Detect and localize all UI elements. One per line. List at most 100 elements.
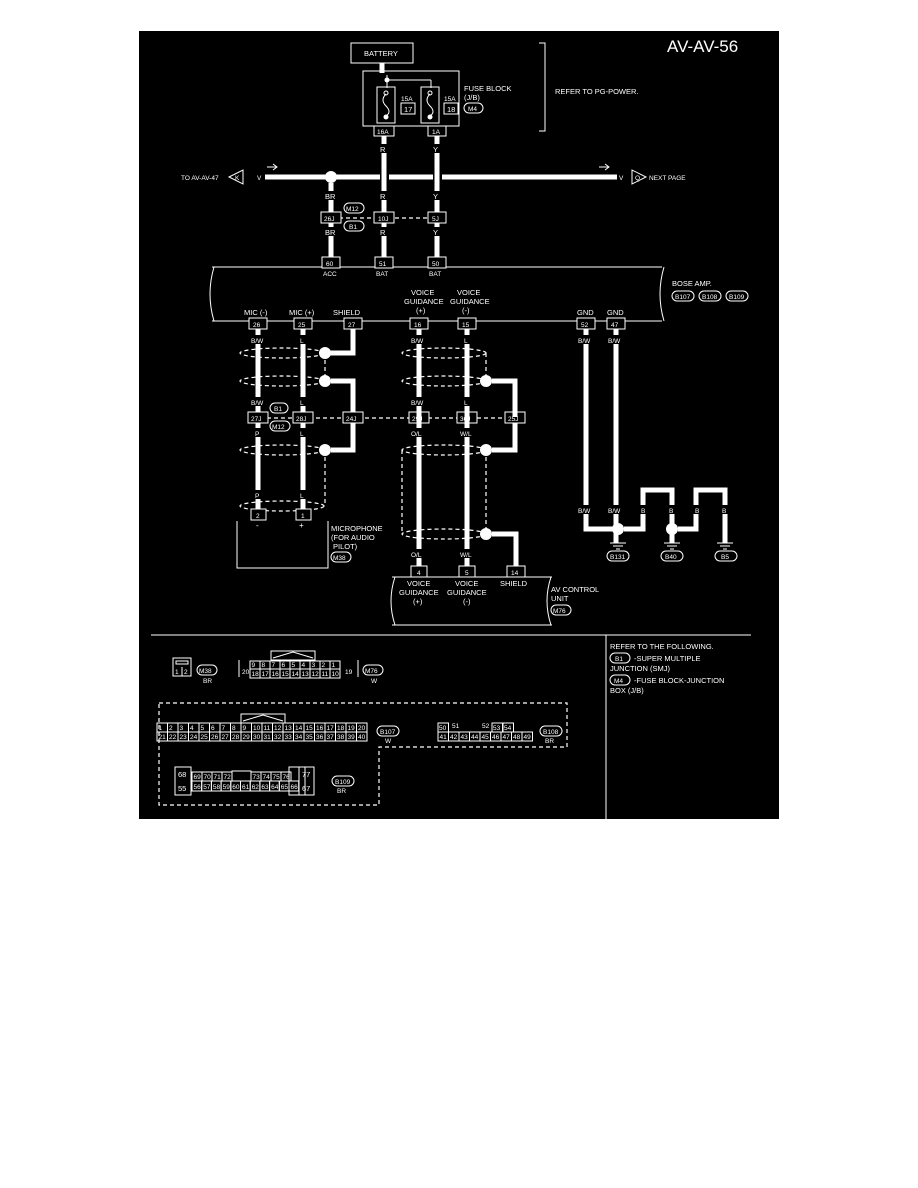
wire-BW-mic: B/W [251,338,264,345]
b108-pin: 54 [504,725,512,732]
m76-pin: 17 [262,671,270,678]
b109-pin: 55 [178,784,186,793]
b108-pin: 41 [440,734,448,741]
m76-pin: 5 [292,662,296,669]
b107-pin: 5 [201,725,205,732]
b109-pin: 69 [194,774,202,781]
m76-pin-20: 20 [242,669,250,676]
m76-pin: 18 [252,671,260,678]
b109-pin: 63 [261,784,269,791]
mic-pin-1-sign: + [299,521,304,530]
b109-pin: 71 [214,774,222,781]
b107-pin: 32 [274,734,282,741]
b108-pin: 51 [452,723,460,730]
b107-pin: 15 [306,725,314,732]
b109-pin: 67 [302,784,310,793]
connector-B108: B108 [702,294,718,301]
ground-B131: B131 [610,554,626,561]
wire-R-out: R [380,228,386,237]
connector-view-m38: 1 2 M38 BR [172,657,218,685]
b107-pin: 29 [243,734,251,741]
b107-pin: 23 [180,734,188,741]
refer-m4-text: -FUSE BLOCK-JUNCTION [634,676,724,685]
amp-pin-50: 50 [432,261,440,268]
b107-pin: 37 [327,734,335,741]
wire-L-mic: L [300,338,304,345]
b109-pin: 64 [271,784,279,791]
refer-box: REFER TO THE FOLLOWING. B1 -SUPER MULTIP… [609,642,724,695]
m76-color: W [371,678,378,685]
av-label-vg-plus-1: VOICE [407,579,430,588]
wire-Y-out: Y [433,228,438,237]
b107-pin: 10 [253,725,261,732]
wire-BW-vg-2: B/W [411,400,424,407]
wire-Y: Y [433,192,438,201]
av-label-shield: SHIELD [500,579,528,588]
av-pin-5: 5 [465,570,469,577]
b108-pin: 48 [513,734,521,741]
battery-label: BATTERY [364,49,398,58]
av-label-vg-minus-3: (-) [463,597,471,606]
wire-L-mic-2: L [300,400,304,407]
terminal-1A: 1A [432,129,441,136]
ground-icon [610,542,733,550]
b107-pin: 33 [285,734,293,741]
amp-label-vg-plus-2: GUIDANCE [404,297,444,306]
fuse-18-rating: 15A [444,96,456,103]
b107-pin: 36 [316,734,324,741]
b109-pin: 72 [224,774,232,781]
b109-pin: 74 [263,774,271,781]
b108-pin: 45 [482,734,490,741]
av-control-unit-label: AV CONTROL [551,585,599,594]
b107-pin: 24 [190,734,198,741]
bus-left-label: TO AV-AV-47 [181,175,219,182]
b109-pin: 61 [242,784,250,791]
wire-gnd-1: B/W [608,508,621,515]
amp-pin-15: 15 [462,322,470,329]
wire-P: P [255,431,259,438]
connector-B1: B1 [349,224,357,231]
b107-pin: 16 [316,725,324,732]
wire-gnd-0: B/W [578,508,591,515]
ground-wiring: B/W B/W B/W B/W B B B B B131 B40 B5 [577,329,738,562]
b107-pin: 13 [285,725,293,732]
fuse-block-connector: M4 [468,106,477,113]
b109-pin: 70 [204,774,212,781]
m76-pin: 7 [272,662,276,669]
b107-pin: 4 [190,725,194,732]
wire-gnd-2: B [641,508,645,515]
b108-pin: 52 [482,723,490,730]
b108-name: B108 [543,729,559,736]
m38-name: M38 [199,668,212,675]
refer-m4-text-2: BOX (J/B) [610,686,644,695]
b109-pin: 62 [252,784,260,791]
b109-pin: 68 [178,770,186,779]
connector-B1-mid: B1 [274,406,282,413]
amp-label-vg-plus-3: (+) [416,306,426,315]
connector-M38: M38 [333,555,346,562]
bus-right-label: NEXT PAGE [649,175,686,182]
m76-pin: 8 [262,662,266,669]
fuse-17-number: 17 [404,105,412,114]
junction-27J: 27J [251,416,261,423]
ground-B40: B40 [665,554,677,561]
m76-pin: 16 [272,671,280,678]
m76-pin: 4 [302,662,306,669]
bus-left-connector: K [235,175,240,182]
refer-b1: B1 [615,656,623,663]
fuse-block: 15A 17 15A 18 FUSE BLOCK (J/B) M4 16A 1A… [362,42,638,137]
amp-pin-50-label: BAT [429,271,441,278]
wire-L-mic-3: L [300,431,304,438]
junction-26J: 26J [324,216,334,223]
mic-pin-1: 1 [301,513,305,520]
b108-pin: 49 [524,734,532,741]
b107-pin: 25 [201,734,209,741]
refer-pg-power: REFER TO PG-POWER. [555,87,638,96]
b107-pin: 11 [264,725,271,732]
b107-pin: 22 [169,734,177,741]
junction-5J: 5J [432,216,439,223]
